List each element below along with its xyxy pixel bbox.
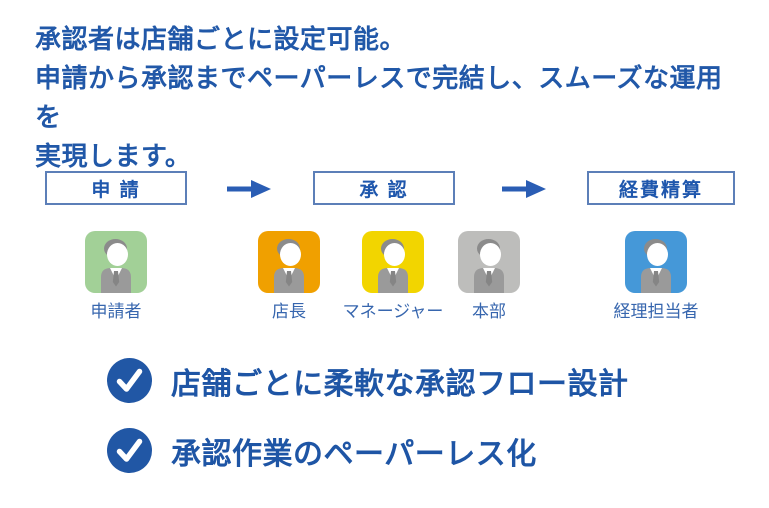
intro-text: 承認者は店舗ごとに設定可能。 申請から承認までペーパーレスで完結し、スムーズな運… (35, 20, 745, 176)
feature-item: 店舗ごとに柔軟な承認フロー設計 (107, 358, 629, 403)
person-silhouette-icon (101, 239, 131, 293)
person-icon-applicant (85, 231, 147, 293)
check-icon (107, 428, 152, 473)
person-label-accounting-staff: 経理担当者 (613, 302, 699, 321)
person-silhouette-icon (378, 239, 408, 293)
person-silhouette-icon (474, 239, 504, 293)
flow-step-label: 経費精算 (618, 179, 703, 201)
intro-line-3: 実現します。 (35, 141, 192, 171)
person-icon-store-manager (258, 231, 320, 293)
person-label-manager: マネージャー (342, 302, 444, 321)
feature-text: 承認作業のペーパーレス化 (171, 437, 537, 471)
person-silhouette-icon (641, 239, 671, 293)
flow-step-expense-settlement: 経費精算 (587, 171, 735, 205)
flow-step-application: 申 請 (45, 171, 187, 205)
person-icon-manager (362, 231, 424, 293)
flow-step-label: 承 認 (359, 179, 409, 201)
intro-line-2: 申請から承認までペーパーレスで完結し、スムーズな運用を (35, 63, 723, 132)
person-label-headquarters: 本部 (472, 302, 506, 321)
arrow-right-icon (502, 180, 546, 198)
arrow-right-icon (227, 180, 271, 198)
person-icon-headquarters (458, 231, 520, 293)
feature-item: 承認作業のペーパーレス化 (107, 428, 537, 473)
flow-step-approval: 承 認 (313, 171, 455, 205)
person-label-applicant: 申請者 (90, 302, 142, 321)
person-silhouette-icon (274, 239, 304, 293)
flow-step-label: 申 請 (91, 179, 141, 201)
check-icon (107, 358, 152, 403)
intro-line-1: 承認者は店舗ごとに設定可能。 (35, 24, 407, 54)
person-icon-accounting-staff (625, 231, 687, 293)
feature-text: 店舗ごとに柔軟な承認フロー設計 (171, 367, 629, 401)
person-label-store-manager: 店長 (272, 302, 306, 321)
